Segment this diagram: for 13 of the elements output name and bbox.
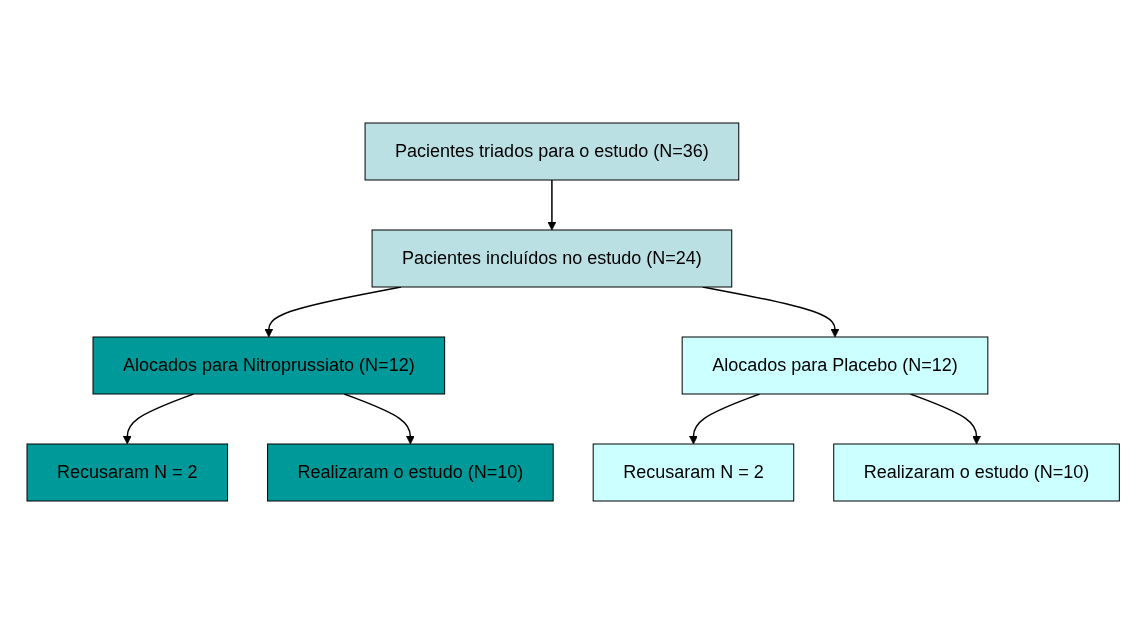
arrow <box>689 392 761 444</box>
node-box: Recusaram N = 2 <box>26 443 229 501</box>
node-box: Pacientes incluídos no estudo (N=24) <box>371 229 733 287</box>
arrow <box>123 392 195 444</box>
node-box: Pacientes triados para o estudo (N=36) <box>364 122 740 180</box>
node-box: Realizaram o estudo (N=10) <box>833 443 1121 501</box>
node-box: Recusaram N = 2 <box>593 443 795 501</box>
arrow <box>343 392 416 444</box>
node-box: Alocados para Nitroprussiato (N=12) <box>92 336 446 394</box>
node-box: Alocados para Placebo (N=12) <box>682 336 989 394</box>
arrow <box>547 178 557 230</box>
arrow <box>910 392 982 444</box>
node-box: Realizaram o estudo (N=10) <box>267 443 554 501</box>
